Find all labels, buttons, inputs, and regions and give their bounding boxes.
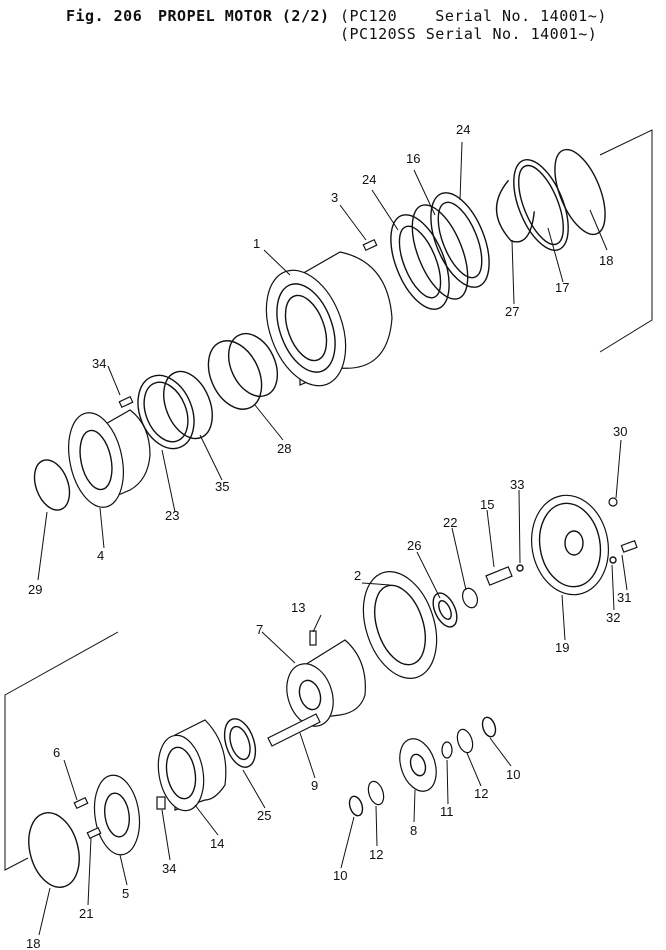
part-label-27: 27 [505,304,519,319]
part-15-plunger [485,566,513,586]
part-label-24: 24 [362,172,376,187]
part-label-30: 30 [613,424,627,439]
part-label-19: 19 [555,640,569,655]
part-label-36: 34 [92,356,106,371]
part-label-1: 1 [253,236,260,251]
part-label-12-lower: 12 [369,847,383,862]
part-label-3: 3 [331,190,338,205]
part-12-needle-bearing-lower [367,780,385,806]
part-10-washer-lower [348,795,364,817]
leader-lines [37,141,628,936]
part-36-pin [118,395,134,409]
part-31-bolt [620,540,638,553]
part-label-25: 25 [257,808,271,823]
part-label-17: 17 [555,280,569,295]
part-19-cover [530,494,610,596]
part-12-needle-bearing [456,728,474,754]
part-4-hub [68,409,151,508]
part-20-disk [28,812,80,888]
part-33-ball [516,564,524,572]
serial-note-pc120: (PC120 Serial No. 14001~) [340,7,607,25]
part-13-pin [309,630,317,646]
figure-header: Fig. 206 PROPEL MOTOR (2/2) (PC120 Seria… [0,0,666,50]
part-16-seal [411,204,469,300]
part-drawings [28,148,638,888]
part-label-12: 12 [474,786,488,801]
part-8-gear [399,738,437,792]
part-label-22: 22 [443,515,457,530]
part-28-o-ring [207,340,263,410]
part-21-pin [86,826,102,840]
part-30-plug [608,497,618,507]
part-label-26: 26 [407,538,421,553]
part-label-34: 34 [162,861,176,876]
part-14-coupling [157,719,227,812]
part-label-11: 11 [440,804,454,819]
part-23-seal-ring [137,374,195,450]
part-label-4: 4 [97,548,104,563]
part-22-bushing [461,587,479,609]
part-label-13: 13 [291,600,305,615]
part-18-ring [554,148,606,236]
part-32-washer [609,556,617,564]
part-label-33: 33 [510,477,524,492]
part-2-ring-gear [362,571,438,679]
figure-number: Fig. 206 [66,7,143,25]
part-24-bearing [430,192,490,288]
part-label-31: 31 [617,590,631,605]
part-label-7: 7 [256,622,263,637]
part-7-carrier [286,639,366,727]
part-label-9: 9 [311,778,318,793]
part-label-18: 18 [599,253,613,268]
part-11-spacer [441,741,453,759]
part-label-2: 2 [354,568,361,583]
part-29-o-ring [33,459,71,511]
part-25-ring [223,718,257,768]
part-label-14: 14 [210,836,224,851]
part-label-21: 21 [79,906,93,921]
group-boundary-lines [4,129,653,871]
figure-title: PROPEL MOTOR (2/2) [158,7,330,25]
part-label-28: 28 [277,441,291,456]
part-24-bearing-left [390,214,450,310]
part-10-washer [481,716,497,738]
part-label-29: 29 [28,582,42,597]
part-label-15: 15 [480,497,494,512]
part-label-24: 24 [456,122,470,137]
part-34-bolt [156,796,166,810]
part-17-ring [513,159,569,251]
part-1-housing [265,251,393,387]
part-label-10: 10 [506,767,520,782]
part-label-5: 5 [122,886,129,901]
part-label-35: 35 [215,479,229,494]
part-3-pin [362,238,378,252]
serial-note-pc120ss: (PC120SS Serial No. 14001~) [340,25,598,43]
part-number-labels: 24 16 24 3 1 18 17 27 28 34 35 23 4 29 3… [26,122,631,950]
part-6-pin [73,796,89,810]
part-label-8: 8 [410,823,417,838]
part-9-shaft [267,713,321,747]
part-label-23: 23 [165,508,179,523]
part-label-16: 16 [406,151,420,166]
part-label-10-lower: 10 [333,868,347,883]
part-27-snap-ring [495,179,535,243]
part-label-6: 6 [53,745,60,760]
part-label-20: 18 [26,936,40,950]
part-5-gear [93,774,141,856]
part-label-32: 32 [606,610,620,625]
